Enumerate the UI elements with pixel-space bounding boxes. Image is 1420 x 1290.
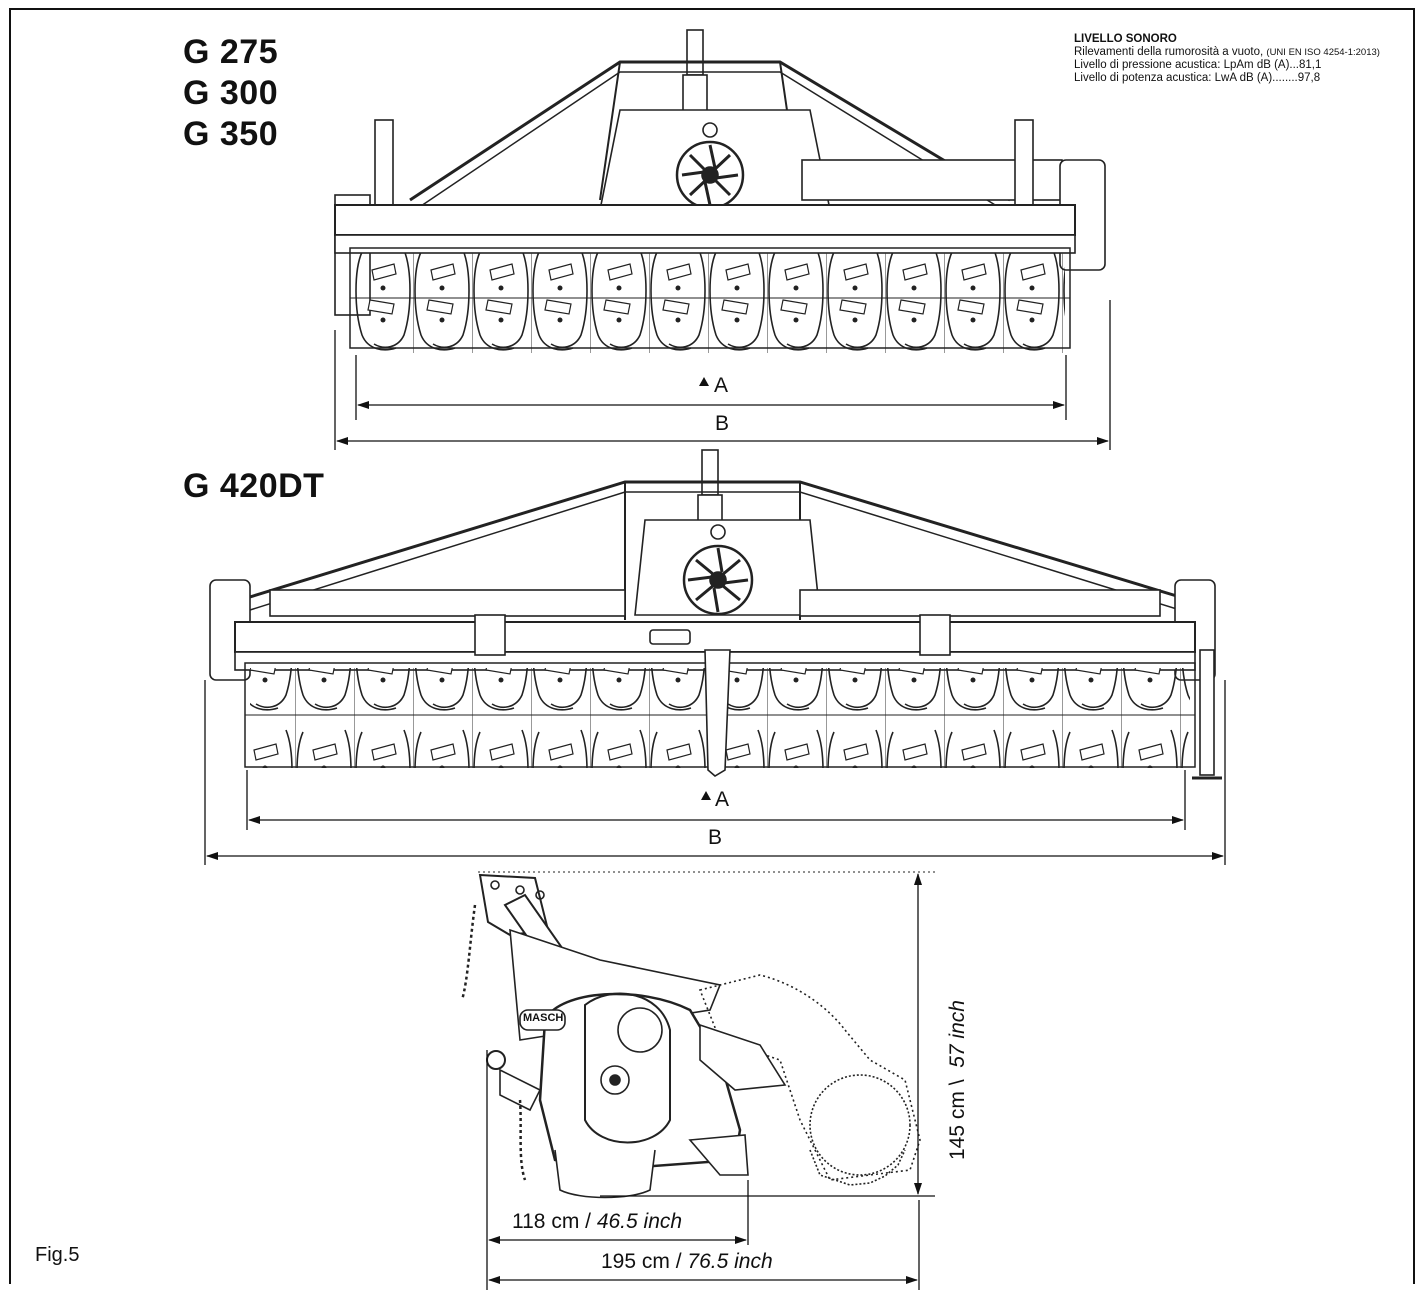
model-list-top: G 275 G 300 G 350 <box>183 32 278 155</box>
dim-label-depth-118: 118 cm / 46.5 inch <box>512 1210 682 1234</box>
top-dimensions <box>334 300 1111 450</box>
noise-line-1: Rilevamenti della rumorosità a vuoto, (U… <box>1074 46 1404 59</box>
depth2-inch: 76.5 inch <box>687 1250 773 1273</box>
depth1-cm: 118 cm / <box>512 1210 591 1233</box>
model-label: G 350 <box>183 115 279 153</box>
noise-line-2: Livello di pressione acustica: LpAm dB (… <box>1074 59 1322 71</box>
dim-label-b-top: B <box>715 412 730 435</box>
model-label-g420dt: G 420DT <box>183 467 325 505</box>
depth2-cm: 195 cm / <box>601 1250 682 1273</box>
figure-label: Fig.5 <box>35 1244 80 1266</box>
height-cm: 145 cm \ <box>946 1079 969 1160</box>
side-view-drawing <box>460 871 935 1199</box>
noise-title: LIVELLO SONORO <box>1074 33 1177 45</box>
side-dimensions <box>486 873 935 1290</box>
noise-level-block: LIVELLO SONORO Rilevamenti della rumoros… <box>1074 33 1404 85</box>
top-machine-drawing <box>334 29 1106 353</box>
bottom-machine-drawing <box>209 449 1222 780</box>
dim-label-height: 145 cm \ 57 inch <box>946 1000 970 1160</box>
height-inch: 57 inch <box>946 1000 969 1068</box>
noise-standard: (UNI EN ISO 4254-1:2013) <box>1266 47 1380 58</box>
depth1-inch: 46.5 inch <box>596 1210 683 1233</box>
dim-label-a-top: A <box>714 374 729 397</box>
dim-label-b-bottom: B <box>708 826 723 849</box>
model-label: G 300 <box>183 74 279 112</box>
noise-line-1-text: Rilevamenti della rumorosità a vuoto, <box>1074 46 1264 58</box>
dim-label-depth-195: 195 cm / 76.5 inch <box>601 1250 773 1274</box>
model-label: G 275 <box>183 33 279 71</box>
noise-line-3: Livello di potenza acustica: LwA dB (A).… <box>1074 72 1321 84</box>
brand-plate-text: MASCH <box>523 1012 564 1024</box>
dim-label-a-bottom: A <box>715 788 730 811</box>
page-frame <box>9 8 1415 1284</box>
bottom-dimensions <box>204 680 1226 865</box>
